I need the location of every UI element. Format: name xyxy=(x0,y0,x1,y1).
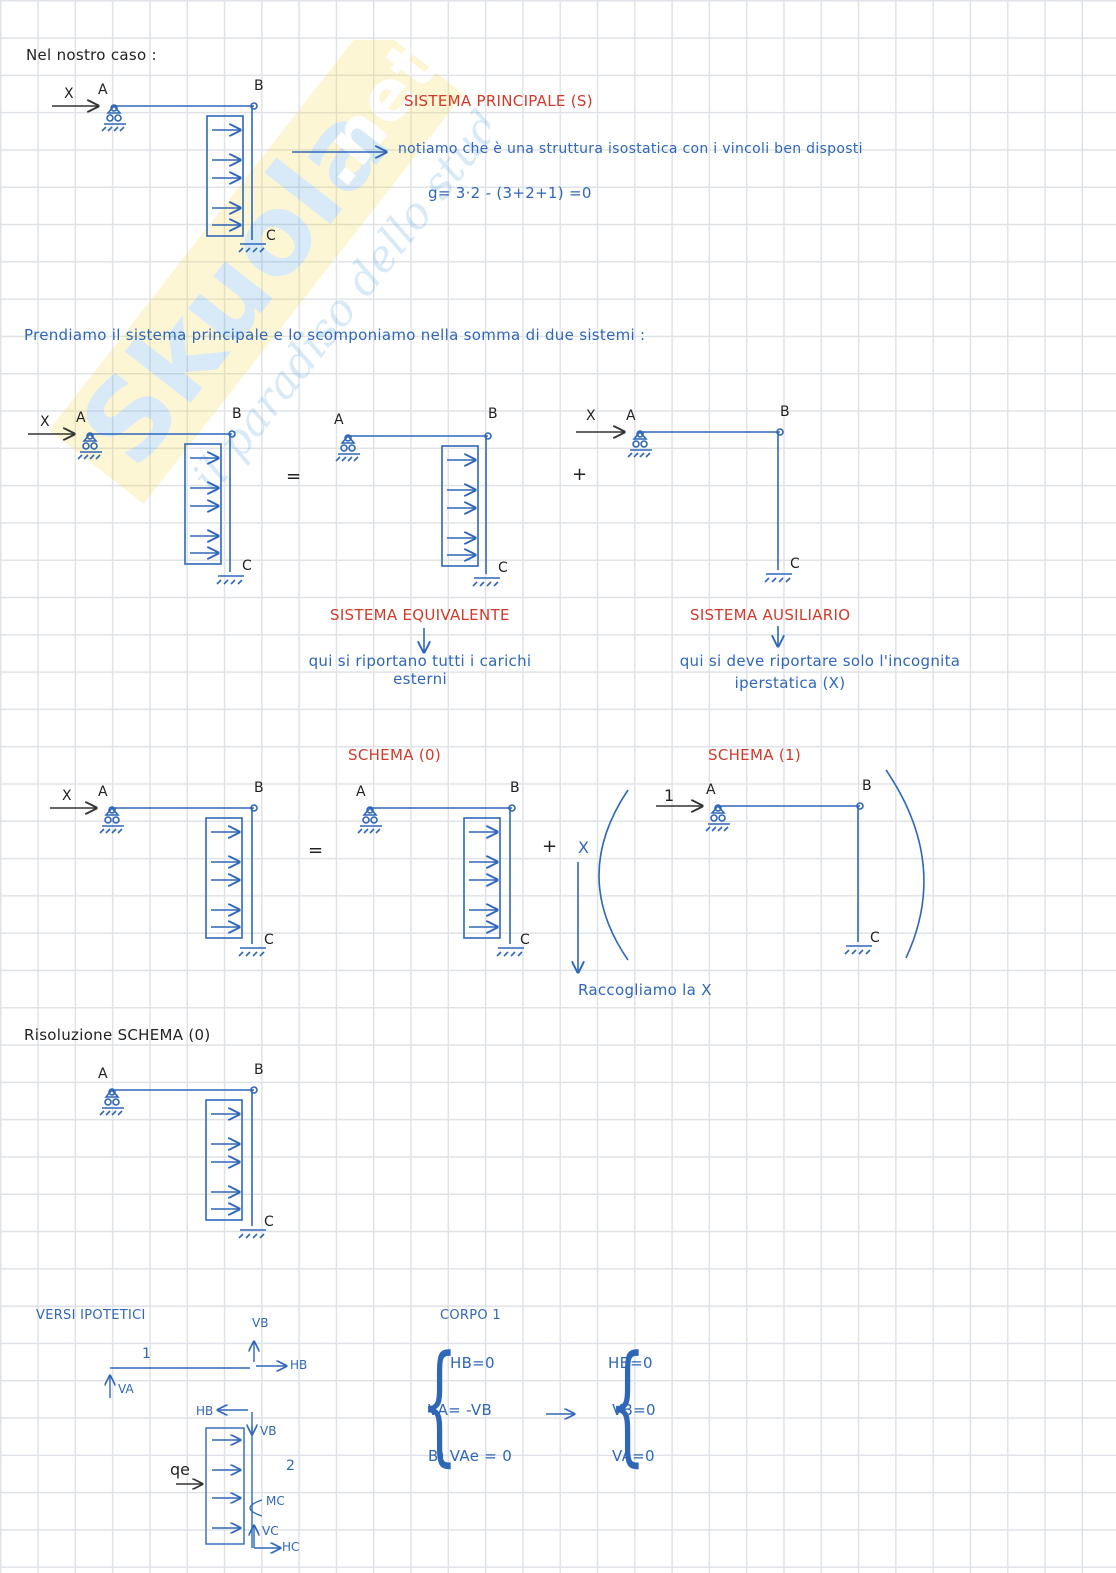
reaction-label-vb: VB xyxy=(252,1316,269,1330)
node-label-c: C xyxy=(264,1214,274,1230)
equation-right-3: VA=0 xyxy=(612,1447,655,1465)
frame-2a xyxy=(28,431,244,585)
equation-right-1: HB=0 xyxy=(608,1354,653,1372)
unit-load-label: 1 xyxy=(664,786,675,805)
reaction-label-vc: VC xyxy=(262,1524,279,1538)
reaction-label-va: VA xyxy=(118,1382,134,1396)
hypothetical-directions-title: VERSI IPOTETICI xyxy=(36,1308,146,1323)
frame-2c xyxy=(424,429,792,652)
node-label-b: B xyxy=(780,404,790,420)
principal-system-title: SISTEMA PRINCIPALE (S) xyxy=(404,92,593,110)
equivalent-note-line1: qui si riportano tutti i carichi xyxy=(308,652,532,670)
frame-2b xyxy=(335,432,500,587)
reaction-label-hb-2: HB xyxy=(196,1404,214,1418)
body-1-label: 1 xyxy=(142,1346,151,1362)
auxiliary-note-line2: iperstatica (X) xyxy=(734,674,846,692)
equation-left-1: HB=0 xyxy=(450,1354,495,1372)
decomposition-intro: Prendiamo il sistema principale e lo sco… xyxy=(24,326,646,344)
node-label-b: B xyxy=(254,780,264,796)
node-label-a: A xyxy=(356,784,366,800)
node-label-c: C xyxy=(242,558,252,574)
node-label-b: B xyxy=(510,780,520,796)
node-label-a: A xyxy=(98,784,108,800)
equivalent-system-title: SISTEMA EQUIVALENTE xyxy=(330,606,510,624)
equation-left-3: B) VAe = 0 xyxy=(428,1447,513,1465)
equation-left-2: VA= -VB xyxy=(428,1401,493,1419)
node-label-b: B xyxy=(232,406,242,422)
node-label-c: C xyxy=(790,556,800,572)
plus-sign: + xyxy=(542,836,558,857)
equals-sign: = xyxy=(308,840,324,861)
node-label-c: C xyxy=(264,932,274,948)
load-label-x: X xyxy=(62,788,72,804)
node-label-a: A xyxy=(334,412,344,428)
node-label-b: B xyxy=(254,1062,264,1078)
load-label-x: X xyxy=(40,414,50,430)
equals-sign: = xyxy=(286,466,302,487)
unknown-multiplier-x: X xyxy=(578,838,589,857)
reaction-label-hb: HB xyxy=(290,1358,308,1372)
node-label-a: A xyxy=(706,782,716,798)
body-2-label: 2 xyxy=(286,1458,295,1474)
node-label-a: A xyxy=(98,82,108,98)
schema-0-title: SCHEMA (0) xyxy=(348,746,441,764)
right-brace: { xyxy=(608,1327,646,1479)
intro-text: Nel nostro caso : xyxy=(26,46,157,64)
free-body-diagram xyxy=(110,1342,574,1548)
isostatic-note: notiamo che è una struttura isostatica c… xyxy=(398,141,863,157)
node-label-c: C xyxy=(498,560,508,576)
node-label-a: A xyxy=(98,1066,108,1082)
auxiliary-system-title: SISTEMA AUSILIARIO xyxy=(690,606,851,624)
load-label-x: X xyxy=(586,408,596,424)
equivalent-note-line2: esterni xyxy=(393,670,447,688)
left-brace: { xyxy=(420,1327,458,1479)
auxiliary-note-line1: qui si deve riportare solo l'incognita xyxy=(679,652,961,670)
node-label-c: C xyxy=(520,932,530,948)
reaction-label-vb-2: VB xyxy=(260,1424,277,1438)
load-label-x: X xyxy=(64,86,74,102)
body-1-title: CORPO 1 xyxy=(440,1308,501,1323)
schema-0-resolution-title: Risoluzione SCHEMA (0) xyxy=(24,1026,211,1044)
reaction-label-hc: HC xyxy=(282,1540,300,1554)
node-label-a: A xyxy=(76,410,86,426)
node-label-c: C xyxy=(870,930,880,946)
load-label-qe: qe xyxy=(170,1460,190,1479)
equation-right-2: VB=0 xyxy=(612,1401,656,1419)
frame-3a xyxy=(50,805,266,957)
factor-note: Raccogliamo la X xyxy=(578,981,712,999)
node-label-c: C xyxy=(266,228,276,244)
reaction-label-mc: MC xyxy=(266,1494,285,1508)
node-label-b: B xyxy=(862,778,872,794)
frame-4 xyxy=(99,1086,266,1239)
frame-3b xyxy=(357,804,578,972)
schema-1-title: SCHEMA (1) xyxy=(708,746,801,764)
degree-formula: g= 3·2 - (3+2+1) =0 xyxy=(428,184,592,202)
node-label-b: B xyxy=(488,406,498,422)
frame-3c xyxy=(598,769,925,961)
node-label-a: A xyxy=(626,408,636,424)
node-label-b: B xyxy=(254,78,264,94)
plus-sign: + xyxy=(572,464,588,485)
frame-1 xyxy=(52,103,386,253)
